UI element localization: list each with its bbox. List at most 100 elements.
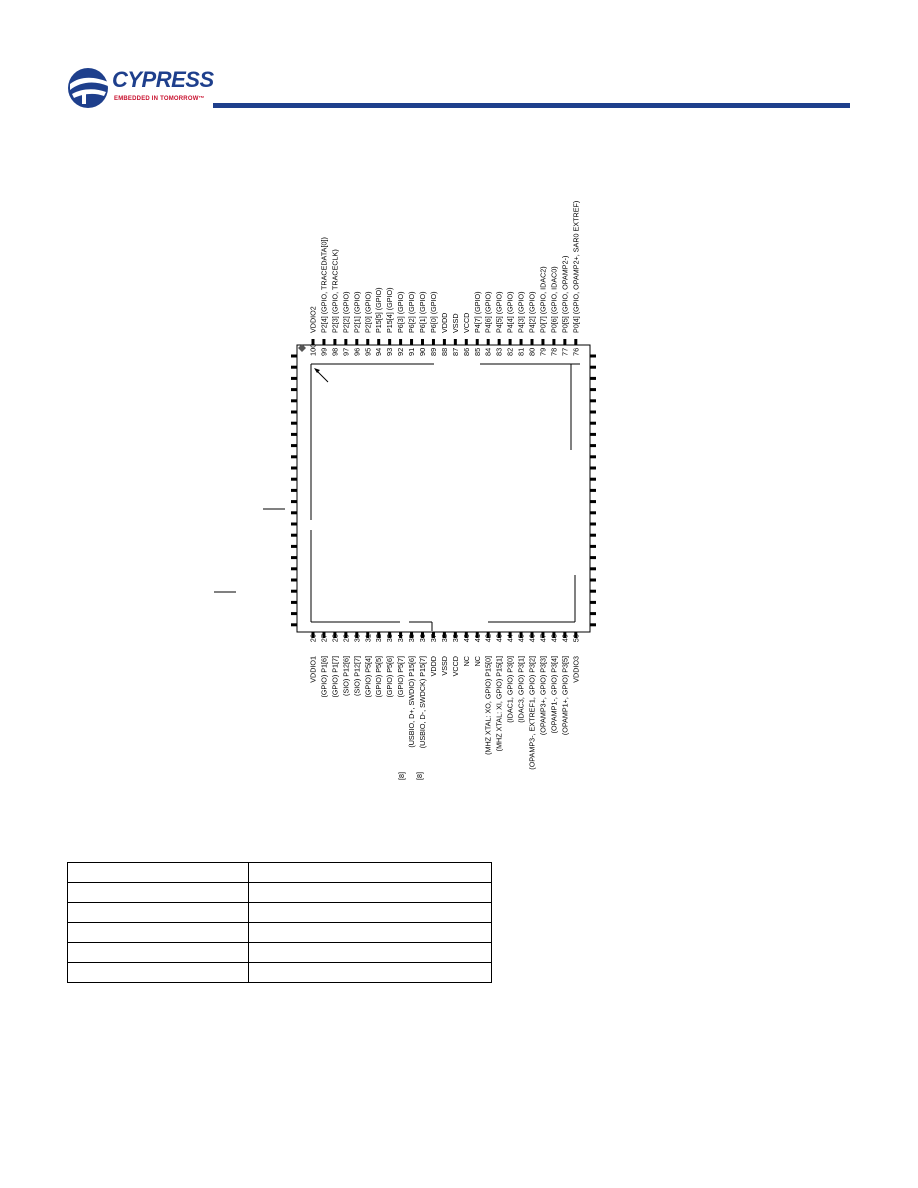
bottom-pin-label: (OPAMP1+, GPIO) P3[5] [560, 656, 569, 735]
left-pin-stub [291, 365, 297, 369]
left-pin-stub [291, 567, 297, 571]
bottom-pin-stub [530, 632, 534, 638]
bottom-pin-number: 42 [484, 634, 493, 642]
header-rule [213, 103, 850, 108]
table-row [67, 862, 492, 883]
top-pin-stub [421, 339, 424, 345]
bottom-pin-label: (OPAMP3+, GPIO) P3[3] [538, 656, 547, 735]
top-pin-label: VCCD [462, 313, 471, 333]
bottom-pin-stub [333, 632, 337, 638]
top-pin-label: P6[1] (GPIO) [418, 291, 427, 333]
table-row [67, 962, 492, 983]
top-pin-number: 86 [462, 348, 471, 356]
bottom-pin-label: (SIO) P12[7] [352, 656, 361, 696]
pin1-marker [298, 344, 306, 352]
footnote-ref-a: [8] [397, 772, 406, 780]
bottom-pin-stub [355, 632, 359, 638]
bottom-pin-stub [442, 632, 446, 638]
right-pin-stub [590, 612, 596, 616]
right-pin-stub [590, 444, 596, 448]
top-pin-label: P4[7] (GPIO) [473, 291, 482, 333]
cypress-logo-icon [68, 68, 108, 108]
top-pin-number: 98 [330, 348, 339, 356]
bottom-pin-stub [431, 632, 435, 638]
bottom-pin-label: VDDD [429, 656, 438, 676]
top-pin-number: 78 [549, 348, 558, 356]
top-pin-stub [453, 339, 457, 345]
top-pin-stub [519, 339, 523, 345]
bottom-pin-stub [574, 632, 578, 638]
top-pin-stub [475, 339, 479, 345]
bottom-pin-label: (OPAMP3-, EXTREF1, GPIO) P3[2] [528, 656, 537, 770]
right-pin-stub [590, 432, 596, 436]
bottom-pin-stub [344, 632, 348, 638]
left-pin-stub [291, 466, 297, 470]
table-cell [248, 902, 492, 923]
bottom-pin-label: VDDIO1 [309, 656, 318, 683]
right-pin-stub [590, 477, 596, 481]
bottom-pin-label: VCCD [451, 656, 460, 676]
right-pin-stub [590, 578, 596, 582]
top-pin-number: 99 [319, 348, 328, 356]
bottom-pin-label: VDDIO3 [571, 656, 580, 683]
right-pin-stub [590, 500, 596, 504]
bottom-pin-number: 40 [462, 634, 471, 642]
bottom-pin-number: 37 [429, 634, 438, 642]
top-pin-stub [311, 339, 315, 345]
left-pin-stub [291, 410, 297, 414]
top-pin-stub [366, 339, 370, 345]
right-pin-stub [590, 455, 596, 459]
bottom-pin-number: 36 [418, 634, 427, 642]
bottom-pin-label: NC [462, 656, 471, 666]
top-pin-number: 95 [363, 348, 372, 356]
bottom-pin-label: (USBIO, D-, SWDCK) P15[7] [418, 656, 427, 748]
bottom-pin-stub [563, 632, 567, 638]
top-pin-stub [541, 339, 545, 345]
bottom-pin-number: 33 [385, 634, 394, 642]
bottom-pin-stub [475, 632, 479, 638]
bottom-pin-stub [322, 632, 326, 638]
bottom-pin-stub [421, 632, 424, 638]
top-pin-label: VSSD [451, 313, 460, 333]
table-cell [67, 962, 249, 983]
bottom-pin-stub [497, 632, 501, 638]
table-cell [248, 862, 492, 883]
top-pin-label: P15[5] (GPIO) [374, 287, 383, 333]
left-pin-stub [291, 432, 297, 436]
bottom-pin-label: (OPAMP1-, GPIO) P3[4] [549, 656, 558, 733]
bottom-pin-label: (GPIO) P5[6] [385, 656, 394, 698]
bottom-pin-label: (GPIO) P5[7] [396, 656, 405, 698]
right-pin-stub [590, 556, 596, 560]
top-pin-number: 77 [560, 348, 569, 356]
bottom-pin-stub [464, 632, 468, 638]
bottom-pin-stub [311, 632, 315, 638]
top-pin-stub [530, 339, 534, 345]
bottom-pin-number: 46 [528, 634, 537, 642]
table-cell [248, 922, 492, 943]
pin1-arrowhead [314, 368, 320, 373]
top-pin-number: 84 [484, 348, 493, 356]
bottom-pin-number: 39 [451, 634, 460, 642]
bottom-pin-label: VSSD [440, 656, 449, 676]
top-pin-number: 100 [309, 344, 318, 356]
left-pin-stub [291, 455, 297, 459]
bottom-pin-label: (GPIO) P5[5] [374, 656, 383, 698]
table-cell [248, 942, 492, 963]
left-pin-stub [291, 533, 297, 537]
bottom-pin-number: 47 [538, 634, 547, 642]
bottom-pin-label: (GPIO) P5[4] [363, 656, 372, 698]
bottom-pin-stub [453, 632, 457, 638]
bottom-pin-number: 30 [352, 634, 361, 642]
top-pin-stub [464, 339, 468, 345]
top-pin-label: P2[1] (GPIO) [352, 291, 361, 333]
right-pin-stub [590, 376, 596, 380]
right-pin-stub [590, 365, 596, 369]
top-pin-stub [399, 339, 403, 345]
top-pin-number: 82 [506, 348, 515, 356]
right-pin-stub [590, 421, 596, 425]
top-pin-label: P4[3] (GPIO) [517, 291, 526, 333]
top-pin-stub [377, 339, 381, 345]
left-pin-stub [291, 578, 297, 582]
bottom-pin-stub [410, 632, 414, 638]
